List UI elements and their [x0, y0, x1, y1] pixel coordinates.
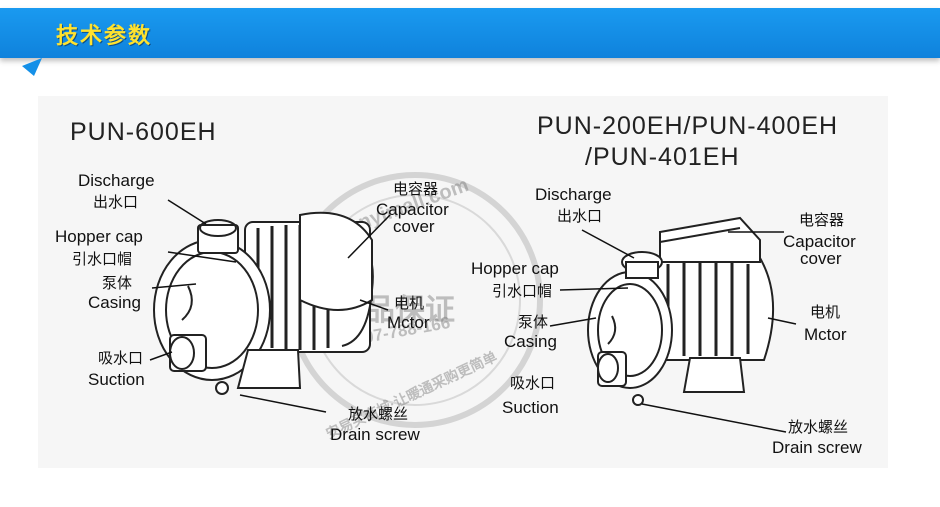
casing-label-en: Casing	[88, 293, 141, 312]
motor-label-en: Mctor	[804, 325, 847, 344]
motor-label-cn: 电机	[394, 294, 425, 312]
drain-screw-label-cn: 放水螺丝	[788, 418, 849, 436]
suction-label-en: Suction	[88, 370, 145, 389]
model-pun-401eh: /PUN-401EH	[585, 143, 740, 171]
hopper-cap-label-en: Hopper cap	[471, 259, 559, 278]
casing-label-cn: 泵体	[102, 274, 133, 292]
suction-label-cn: 吸水口	[98, 349, 144, 367]
motor-label-cn: 电机	[810, 303, 841, 321]
casing-label-en: Casing	[504, 332, 557, 351]
capacitor-label-cn: 电容器	[393, 180, 439, 198]
header-arrow-icon	[22, 58, 42, 76]
casing-label-cn: 泵体	[518, 313, 549, 331]
suction-label-cn: 吸水口	[510, 374, 556, 392]
discharge-label-cn: 出水口	[557, 207, 603, 225]
model-pun-200eh-400eh: PUN-200EH/PUN-400EH	[537, 112, 839, 140]
drain-screw-label-en: Drain screw	[330, 425, 420, 444]
discharge-label-cn: 出水口	[93, 193, 139, 211]
section-title: 技术参数	[56, 24, 153, 49]
capacitor-cover-label-en: cover	[393, 217, 435, 236]
capacitor-label-en: Capacitor	[783, 232, 856, 251]
discharge-label-en: Discharge	[78, 171, 155, 190]
capacitor-label-cn: 电容器	[799, 211, 845, 229]
drain-screw-label-cn: 放水螺丝	[348, 405, 409, 423]
capacitor-cover-label-en: cover	[800, 249, 842, 268]
capacitor-label-en: Capacitor	[376, 200, 449, 219]
hopper-cap-label-cn: 引水口帽	[72, 250, 133, 268]
hopper-cap-label-cn: 引水口帽	[492, 282, 553, 300]
drain-screw-label-en: Drain screw	[772, 438, 862, 457]
model-pun-600eh: PUN-600EH	[70, 118, 217, 146]
section-header-bar: 技术参数	[0, 8, 940, 58]
suction-label-en: Suction	[502, 398, 559, 417]
motor-label-en: Mctor	[387, 313, 430, 332]
hopper-cap-label-en: Hopper cap	[55, 227, 143, 246]
discharge-label-en: Discharge	[535, 185, 612, 204]
